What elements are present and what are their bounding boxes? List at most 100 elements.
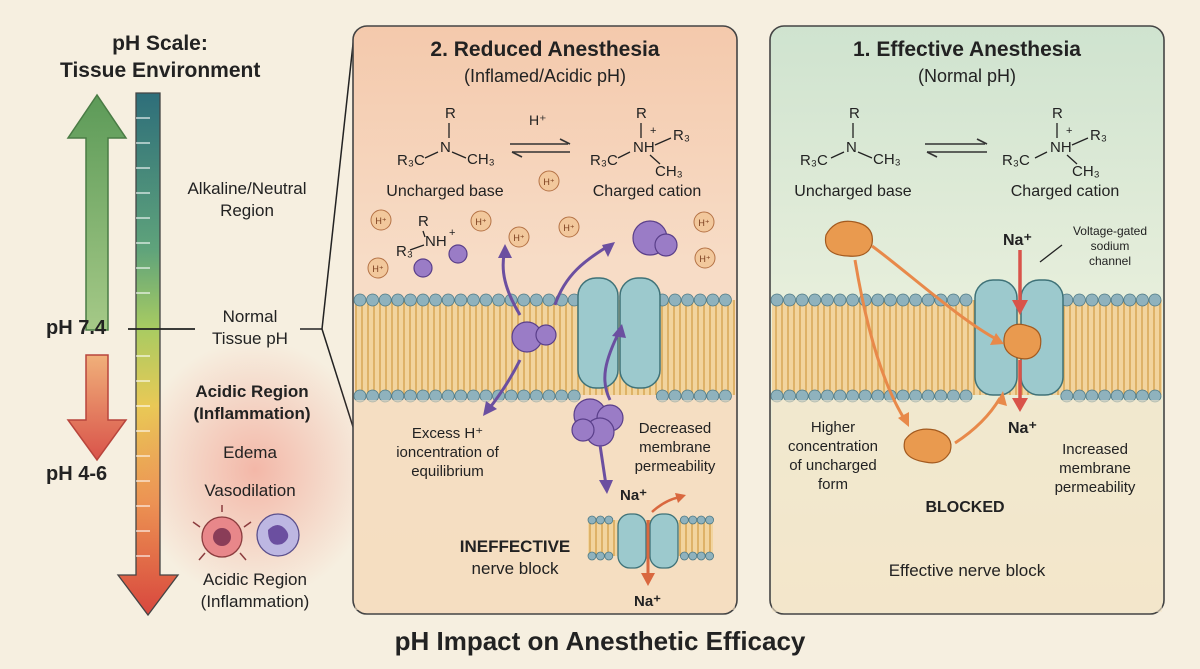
- lipid-head: [693, 293, 707, 307]
- reduced-charged-label: Charged cation: [592, 183, 702, 200]
- lipid-head: [587, 515, 597, 525]
- reduced-na-bottom: Na⁺: [634, 593, 662, 610]
- lipid-head: [366, 293, 380, 307]
- lipid-head: [441, 293, 455, 307]
- excess-line3: equilibrium: [411, 463, 484, 480]
- acidic-bottom-line1: Acidic Region: [203, 570, 307, 589]
- lipid-head: [706, 293, 720, 307]
- excess-line2: ioncentration of: [396, 444, 499, 461]
- scale-bar: [116, 92, 180, 617]
- lipid-head: [783, 293, 796, 307]
- normal-tissue-label: Normal Tissue pH: [195, 306, 305, 350]
- lipid-head: [391, 293, 405, 307]
- h-plus-ions: [367, 170, 716, 279]
- lipid-head: [604, 551, 614, 561]
- increased-line1: Increased: [1062, 441, 1128, 458]
- svg-text:R₃: R₃: [673, 127, 690, 144]
- lipid-head: [688, 515, 698, 525]
- scale-title-line1: pH Scale:: [112, 32, 208, 55]
- excess-line1: Excess H⁺: [411, 425, 484, 442]
- lipid-head: [696, 551, 706, 561]
- effective-charged-label: Charged cation: [1010, 183, 1120, 200]
- svg-text:H⁺: H⁺: [513, 233, 524, 243]
- lipid-head: [871, 293, 885, 307]
- lipid-heads: [353, 293, 732, 403]
- acidic-title-line1: Acidic Region: [195, 382, 309, 401]
- lipid-head: [403, 293, 417, 307]
- svg-text:NH: NH: [633, 139, 655, 156]
- lipid-head: [688, 551, 698, 561]
- svg-text:CH₃: CH₃: [655, 163, 683, 180]
- lipid-head: [921, 293, 935, 307]
- lipid-head: [429, 293, 443, 307]
- alkaline-line2: Region: [220, 201, 274, 220]
- svg-text:NH: NH: [1050, 139, 1072, 156]
- lipid-head: [947, 293, 960, 307]
- channel-label: Voltage-gated sodium channel: [1060, 224, 1160, 269]
- svg-text:R₃C: R₃C: [397, 152, 425, 169]
- svg-text:H⁺: H⁺: [698, 218, 709, 228]
- acidic-region-title: Acidic Region (Inflammation): [172, 381, 332, 425]
- svg-text:N: N: [846, 139, 857, 156]
- edema-label: Edema: [223, 443, 277, 462]
- svg-text:H⁺: H⁺: [375, 216, 386, 226]
- svg-text:H⁺: H⁺: [372, 264, 383, 274]
- scale-title-line2: Tissue Environment: [60, 59, 261, 82]
- svg-text:H⁺: H⁺: [699, 254, 710, 264]
- lipid-head: [1085, 293, 1099, 307]
- immune-cell-red: [192, 505, 252, 561]
- effective-uncharged-label: Uncharged base: [794, 183, 912, 200]
- inflammation-glow: [135, 340, 375, 600]
- channel-line2: sodium: [1090, 239, 1130, 253]
- decreased-line3: permeability: [634, 458, 716, 475]
- blocked-label: BLOCKED: [925, 499, 1005, 516]
- scale-title: pH Scale: Tissue Environment: [60, 30, 260, 84]
- lipid-head: [596, 551, 605, 561]
- lipid-head: [479, 293, 493, 307]
- lipid-head: [808, 293, 822, 307]
- svg-text:CH₃: CH₃: [873, 151, 901, 168]
- lipid-head: [353, 293, 367, 307]
- reduced-h-plus-label: H⁺: [529, 112, 547, 128]
- svg-text:H⁺: H⁺: [475, 217, 486, 227]
- reduced-uncharged-label: Uncharged base: [386, 183, 504, 200]
- reduced-na-top: Na⁺: [620, 487, 648, 504]
- higher-line4: form: [818, 476, 848, 493]
- svg-text:R: R: [636, 105, 647, 122]
- ineffective-line2: nerve block: [471, 559, 559, 578]
- lipid-head: [1098, 293, 1111, 307]
- lipid-head: [1148, 293, 1162, 307]
- lipid-head: [378, 293, 392, 307]
- svg-text:+: +: [449, 227, 455, 239]
- lipid-head: [846, 293, 859, 307]
- svg-text:+: +: [650, 125, 656, 137]
- lipid-head: [1123, 293, 1137, 307]
- lipid-head: [884, 293, 897, 307]
- lipid-head: [604, 515, 614, 525]
- lipid-head: [1110, 293, 1124, 307]
- lipid-head: [668, 293, 682, 307]
- svg-text:R: R: [1052, 105, 1063, 122]
- lipid-head: [530, 293, 543, 307]
- alkaline-label: Alkaline/Neutral Region: [162, 178, 332, 222]
- effective-na-top: Na⁺: [1003, 232, 1032, 249]
- ph-acidic-label: pH 4-6: [46, 463, 108, 485]
- lipid-head: [587, 551, 597, 561]
- normal-line1: Normal: [222, 307, 278, 326]
- lipid-head: [696, 515, 706, 525]
- lipid-head: [542, 293, 556, 307]
- lipid-head: [909, 293, 922, 307]
- ineffective-line1: INEFFECTIVE: [459, 537, 571, 556]
- svg-text:R₃C: R₃C: [590, 152, 618, 169]
- channel-line3: channel: [1088, 254, 1132, 268]
- lipid-head: [454, 293, 468, 307]
- effective-subtitle: (Normal pH): [917, 66, 1016, 86]
- higher-line1: Higher: [810, 419, 856, 436]
- decreased-line1: Decreased: [638, 420, 712, 437]
- lipid-head: [705, 551, 714, 561]
- lipid-heads: [587, 515, 714, 561]
- svg-text:NH: NH: [425, 233, 447, 250]
- channel-line1: Voltage-gated: [1072, 224, 1148, 238]
- ph-normal-label: pH 7.4: [46, 317, 107, 339]
